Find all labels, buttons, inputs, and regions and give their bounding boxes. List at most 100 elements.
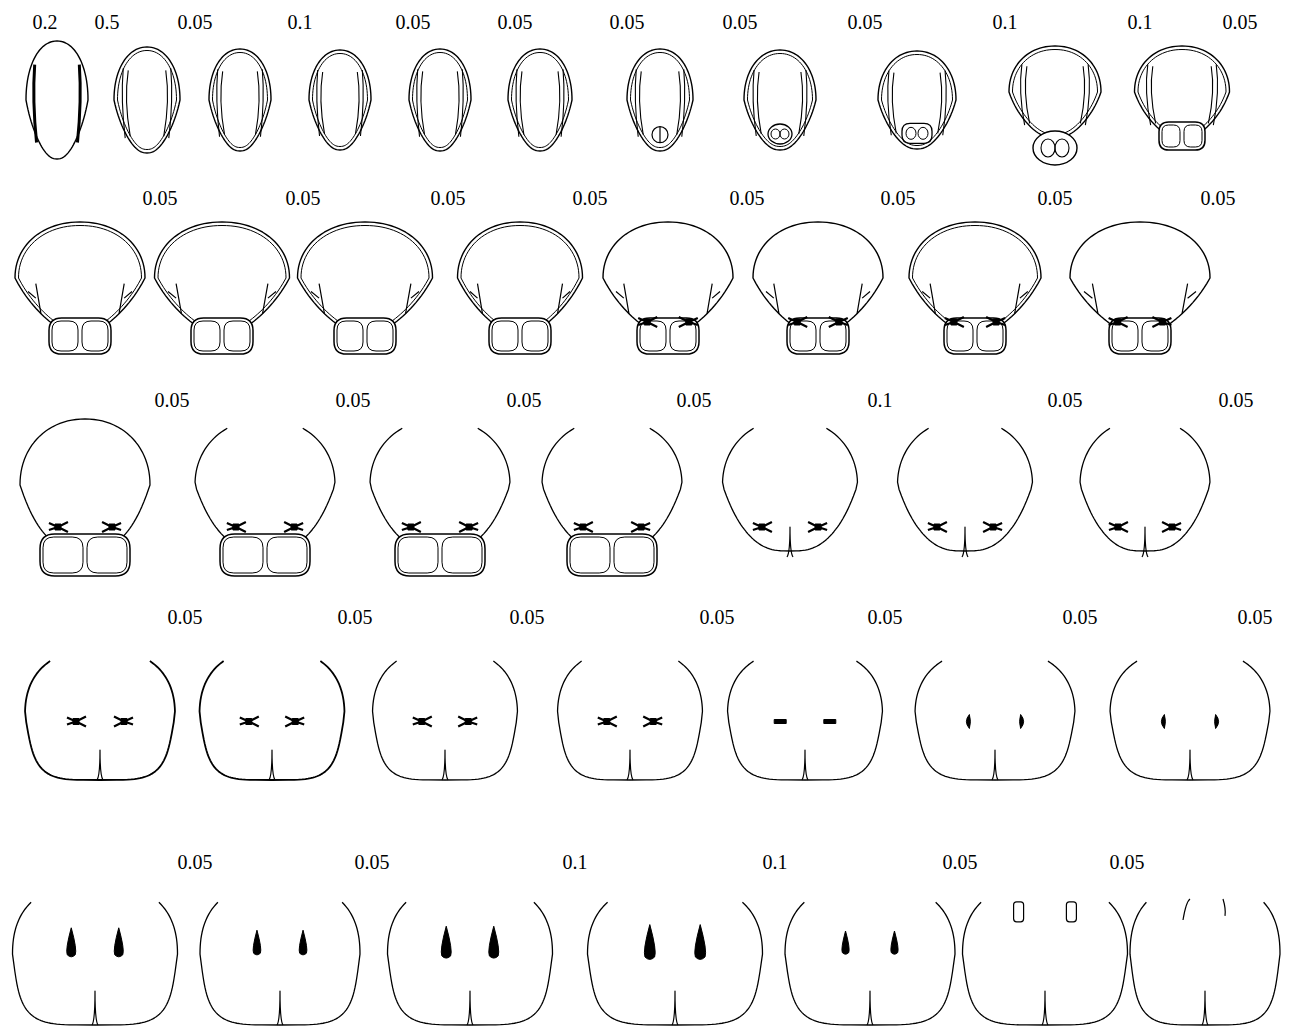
ventral-cell	[614, 537, 654, 573]
cross-section	[373, 661, 518, 780]
tentorium-mark	[1161, 715, 1165, 729]
tentorium-arm	[240, 717, 259, 727]
lateral-sclerite-inner	[677, 71, 681, 134]
tentorium-trace	[1183, 899, 1225, 920]
head-inner-outline	[512, 53, 569, 148]
head-inner-outline	[213, 53, 268, 148]
tentorium-mark	[934, 524, 940, 530]
head-outline	[114, 47, 180, 153]
scale-value: 0.05	[1201, 186, 1236, 210]
head-outline-thick	[200, 661, 345, 780]
scale-value: 0.05	[1063, 605, 1098, 629]
scale-value: 0.05	[510, 605, 545, 629]
lateral-sclerite	[169, 68, 172, 138]
cross-section	[542, 428, 682, 576]
scale-value: 0.1	[993, 10, 1018, 34]
head-outline	[155, 222, 290, 334]
head-outline	[785, 902, 955, 1025]
cross-section	[1070, 222, 1210, 354]
tentorium-mark	[815, 524, 821, 530]
tentorium-mark	[466, 524, 472, 530]
lateral-sclerite-inner	[455, 71, 459, 134]
lateral-process	[1084, 284, 1098, 314]
ventral-cell	[267, 537, 307, 573]
lateral-process	[1182, 284, 1196, 314]
scale-value: 0.05	[178, 850, 213, 874]
tentorium-mark	[1159, 319, 1165, 325]
tentorium-arm	[788, 317, 807, 327]
scale-value: 0.05	[338, 605, 373, 629]
lateral-sclerite	[122, 68, 125, 138]
ventral-cell	[442, 537, 482, 573]
lateral-sclerite	[34, 65, 37, 143]
cross-section	[603, 222, 733, 354]
lateral-process	[311, 284, 325, 314]
tentorium-mark	[891, 931, 898, 954]
head-outline	[15, 222, 145, 334]
lateral-sclerite	[1085, 64, 1089, 125]
tentorium-mark	[1020, 715, 1024, 729]
ventral-cell	[367, 321, 393, 351]
cross-section	[915, 661, 1075, 780]
tentorium-mark	[644, 925, 655, 960]
cross-section	[508, 49, 572, 151]
tentorium-mark	[419, 719, 425, 725]
median-notch	[1187, 750, 1193, 780]
tentorium-arm	[829, 317, 848, 327]
ventral-cell	[43, 537, 83, 573]
lateral-sclerite	[888, 71, 891, 136]
head-outline	[373, 661, 518, 780]
head-outline	[1110, 661, 1270, 780]
labial-cell	[1041, 139, 1055, 157]
tentorium-mark	[824, 720, 836, 724]
scale-value: 0.1	[1128, 10, 1153, 34]
tentorium-arm	[928, 522, 947, 532]
lateral-process	[263, 284, 277, 314]
ventral-cell	[52, 321, 78, 351]
head-outline	[20, 419, 150, 551]
tentorium-arm	[638, 317, 657, 327]
tentorium-arm	[753, 522, 772, 532]
lateral-sclerite	[635, 69, 638, 136]
cross-section	[627, 49, 693, 151]
tentorium-arm	[227, 522, 246, 532]
ventral-cell	[1184, 125, 1202, 147]
head-inner-outline	[748, 54, 813, 147]
tentorium-arm	[102, 522, 121, 532]
lateral-sclerite	[804, 70, 807, 136]
scale-value: 0.5	[95, 10, 120, 34]
tentorium-mark	[774, 720, 786, 724]
ventral-box	[49, 318, 111, 354]
labial-cell	[918, 127, 928, 139]
ventral-box	[944, 318, 1006, 354]
lateral-sclerite	[943, 71, 946, 136]
scale-value: 0.05	[943, 850, 978, 874]
labial-ring	[768, 124, 792, 144]
ventral-cell	[337, 321, 363, 351]
cross-section	[388, 902, 553, 1025]
tentorium-mark	[1169, 524, 1175, 530]
cross-section	[26, 41, 88, 159]
scale-value: 0.05	[1110, 850, 1145, 874]
head-outline	[200, 902, 360, 1025]
scale-value: 0.05	[336, 388, 371, 412]
ventral-cell	[1162, 125, 1180, 147]
lateral-sclerite	[317, 70, 320, 136]
tentorium-mark	[951, 319, 957, 325]
cross-section	[753, 222, 883, 354]
head-outline	[728, 661, 883, 780]
lateral-sclerite-inner	[221, 71, 225, 134]
lateral-sclerite	[460, 69, 463, 136]
cross-section	[114, 47, 180, 153]
ventral-cell	[194, 321, 220, 351]
cross-section	[588, 902, 763, 1025]
ventral-box	[220, 534, 310, 576]
scale-value: 0.05	[1048, 388, 1083, 412]
cross-section	[1080, 428, 1210, 557]
tentorium-arm	[983, 522, 1002, 532]
tentorium-mark	[408, 524, 414, 530]
lateral-sclerite	[753, 70, 756, 136]
cross-section	[20, 419, 150, 576]
cross-section	[309, 50, 371, 150]
